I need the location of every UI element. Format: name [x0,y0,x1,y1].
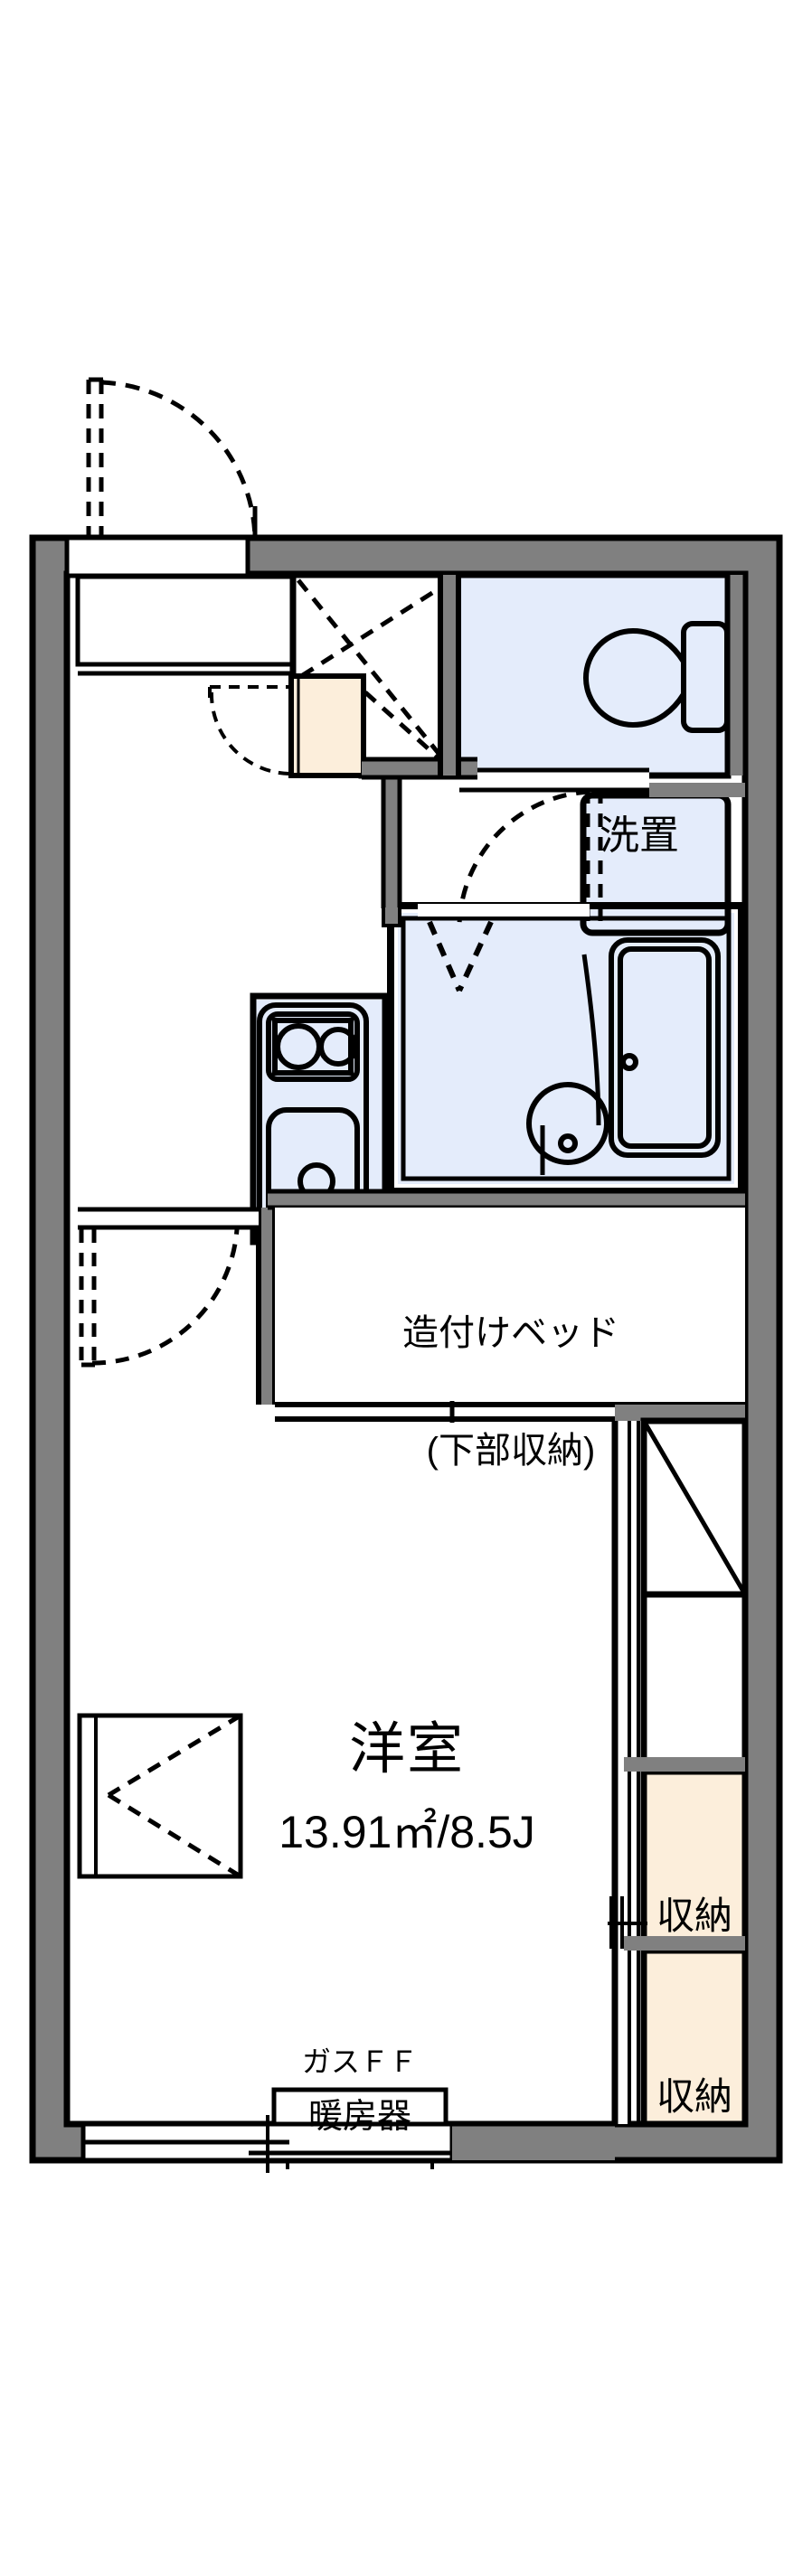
heater-label: 暖房器 [307,2098,411,2136]
entrance-door-icon [86,377,258,540]
window-bottom-icon [80,2115,615,2173]
closet-lower-text: 収納 [656,2075,732,2119]
wall-markers [64,538,250,576]
two-burner-stove-icon [266,1011,360,1082]
washer-space [580,783,745,936]
closet-upper-text: 収納 [656,1894,732,1938]
upper-closet-alcove [640,1417,749,1770]
entrance-area [64,377,295,676]
main-room-area: 13.91㎡/8.5J [279,1807,535,1858]
closet-lower-label: 収納 [653,1981,736,2213]
heater-caption: ガスＦＦ [301,2045,418,2078]
entrance-closet [208,673,366,778]
bath-door-icon [427,920,494,992]
main-room-label: 洋室 13.91㎡/8.5J [217,1688,597,1888]
closet-upper-label: 収納 [653,1800,736,2032]
unit-bath [387,902,745,1195]
washbasin-icon [526,1082,609,1165]
built-in-bed-line1: 造付けベッド [402,1313,619,1354]
genkan-floor [75,574,295,667]
main-room-name: 洋室 [348,1717,465,1781]
toilet-icon [582,621,730,733]
built-in-bed-label: 造付けベッド (下部収納) [298,1236,723,1549]
main-room [611,1421,640,2124]
washer-space-label: 洗置 [600,813,679,858]
storage-closets [608,1757,749,2128]
window-left-icon [77,1713,243,1879]
room-door-icon [78,1207,259,1368]
toilet-door-icon [457,789,603,929]
built-in-bed-line2: (下部収納) [426,1430,596,1471]
bathtub-icon [609,937,721,1158]
built-in-bed-zone [275,1208,745,1423]
